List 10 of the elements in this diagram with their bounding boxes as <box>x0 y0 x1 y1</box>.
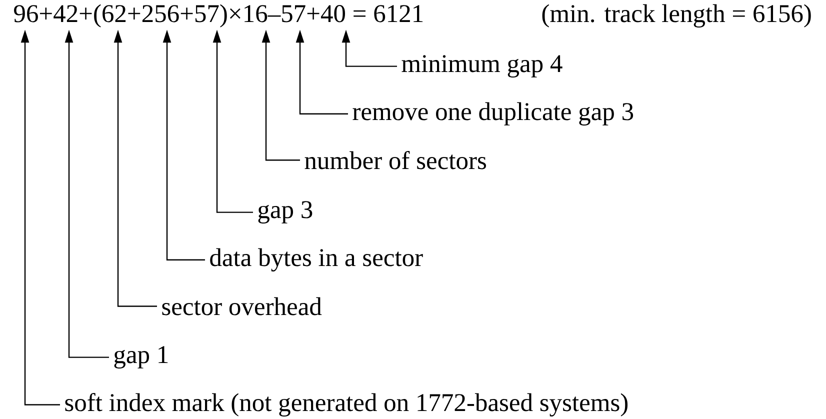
annotation-text: remove one duplicate gap 3 <box>352 102 634 126</box>
annotation-text: minimum gap 4 <box>402 55 562 78</box>
annotation-text: sector overhead <box>162 297 322 316</box>
annotation-text: gap 1 <box>114 346 168 368</box>
annotation-text: gap 3 <box>258 201 312 224</box>
annotation-text: data bytes in a sector <box>210 248 423 272</box>
annotation-text: soft index mark (not generated on 1772-based systems) <box>65 393 628 416</box>
annotation-text: number of sectors <box>304 151 486 170</box>
formula: 96+42+(62+256+57)×16–57+40 = 6121 <box>14 4 423 28</box>
note-text: (min. track length = 6156) <box>542 4 811 28</box>
